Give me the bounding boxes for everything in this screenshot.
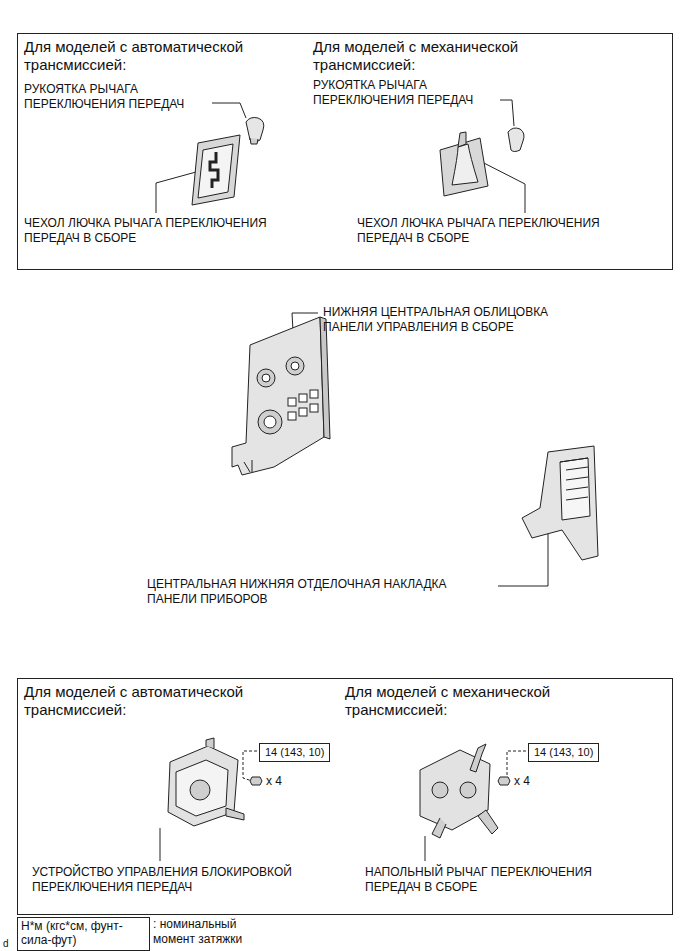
unit-text: Н*м (кгс*см, фунт-сила-фут) [21, 919, 146, 947]
part-name: ЧЕХОЛ ЛЮЧКА РЫЧАГА ПЕРЕКЛЮЧЕНИЯ ПЕРЕДАЧ … [357, 216, 632, 246]
quantity: x 4 [266, 774, 282, 789]
quantity: x 4 [514, 774, 530, 789]
variant-heading: Для моделей с механической трансмиссией: [313, 38, 573, 74]
part-name: НИЖНЯЯ ЦЕНТРАЛЬНАЯ ОБЛИЦОВКА ПАНЕЛИ УПРА… [323, 305, 583, 335]
part-name: НАПОЛЬНЫЙ РЫЧАГ ПЕРЕКЛЮЧЕНИЯ ПЕРЕДАЧ В С… [365, 865, 625, 895]
legend-box: Н*м (кгс*см, фунт-сила-фут) [17, 917, 150, 951]
torque-value: 14 (143, 10) [265, 746, 324, 759]
variant-heading: Для моделей с автоматической трансмиссие… [24, 683, 289, 719]
shift-plate [192, 135, 240, 205]
leader-lines [156, 100, 548, 861]
shift-knob [246, 118, 264, 145]
torque-box: 14 (143, 10) [259, 743, 330, 762]
part-name: УСТРОЙСТВО УПРАВЛЕНИЯ БЛОКИРОВКОЙ ПЕРЕКЛ… [32, 865, 332, 895]
variant-heading: Для моделей с автоматической трансмиссие… [24, 38, 289, 74]
figure-code: d [3, 936, 9, 951]
legend-text: : номинальный момент затяжки [153, 917, 263, 947]
part-name: ЦЕНТРАЛЬНАЯ НИЖНЯЯ ОТДЕЛОЧНАЯ НАКЛАДКА П… [147, 577, 482, 607]
torque-value: 14 (143, 10) [534, 746, 593, 759]
shift-knob [508, 128, 524, 152]
part-name: ЧЕХОЛ ЛЮЧКА РЫЧАГА ПЕРЕКЛЮЧЕНИЯ ПЕРЕДАЧ … [24, 216, 299, 246]
part-name: РУКОЯТКА РЫЧАГА ПЕРЕКЛЮЧЕНИЯ ПЕРЕДАЧ [24, 82, 199, 112]
center-panel [232, 317, 330, 475]
torque-box: 14 (143, 10) [528, 743, 599, 762]
lower-trim [522, 446, 598, 560]
shift-lock-unit [168, 738, 244, 826]
floor-shift-lever [420, 744, 498, 838]
part-name: РУКОЯТКА РЫЧАГА ПЕРЕКЛЮЧЕНИЯ ПЕРЕДАЧ [313, 78, 503, 108]
variant-heading: Для моделей с механической трансмиссией: [345, 683, 605, 719]
shift-boot [440, 132, 488, 196]
variant-panel: Для моделей с автоматической трансмиссие… [17, 678, 673, 915]
